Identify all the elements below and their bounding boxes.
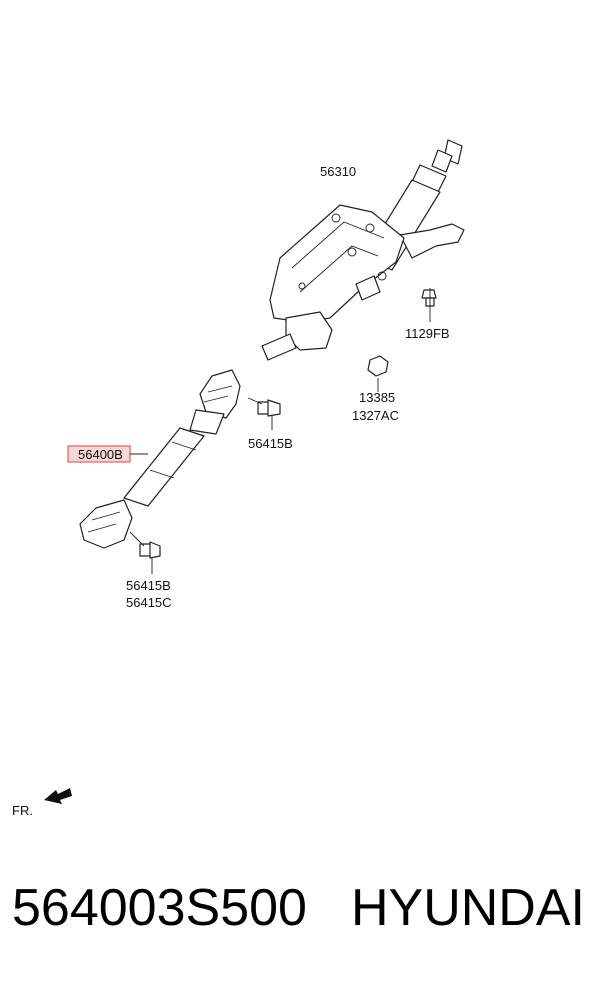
label-56415b-upper: 56415B: [248, 436, 293, 451]
bolt-56415b-lower: [139, 541, 161, 559]
label-56415c: 56415C: [126, 595, 172, 610]
part-number: 564003S500: [12, 879, 307, 937]
nut-13385: [367, 355, 389, 377]
brand-name: HYUNDAI: [350, 879, 585, 937]
label-13385: 13385: [359, 390, 395, 405]
label-56415b-lower: 56415B: [126, 578, 171, 593]
bolt-56415b-upper: [257, 399, 281, 417]
label-1327ac: 1327AC: [352, 408, 399, 423]
intermediate-shaft: [79, 369, 241, 549]
footer-caption: 564003S500 HYUNDAI: [12, 878, 592, 948]
label-1129fb: 1129FB: [405, 326, 450, 341]
label-56400b: 56400B: [78, 447, 123, 462]
steering-column-assembly: [261, 139, 465, 361]
front-marker-label: FR.: [12, 803, 33, 818]
label-56310: 56310: [320, 164, 356, 179]
front-arrow-icon: [44, 788, 72, 804]
bolt-1129fb: [421, 289, 437, 307]
